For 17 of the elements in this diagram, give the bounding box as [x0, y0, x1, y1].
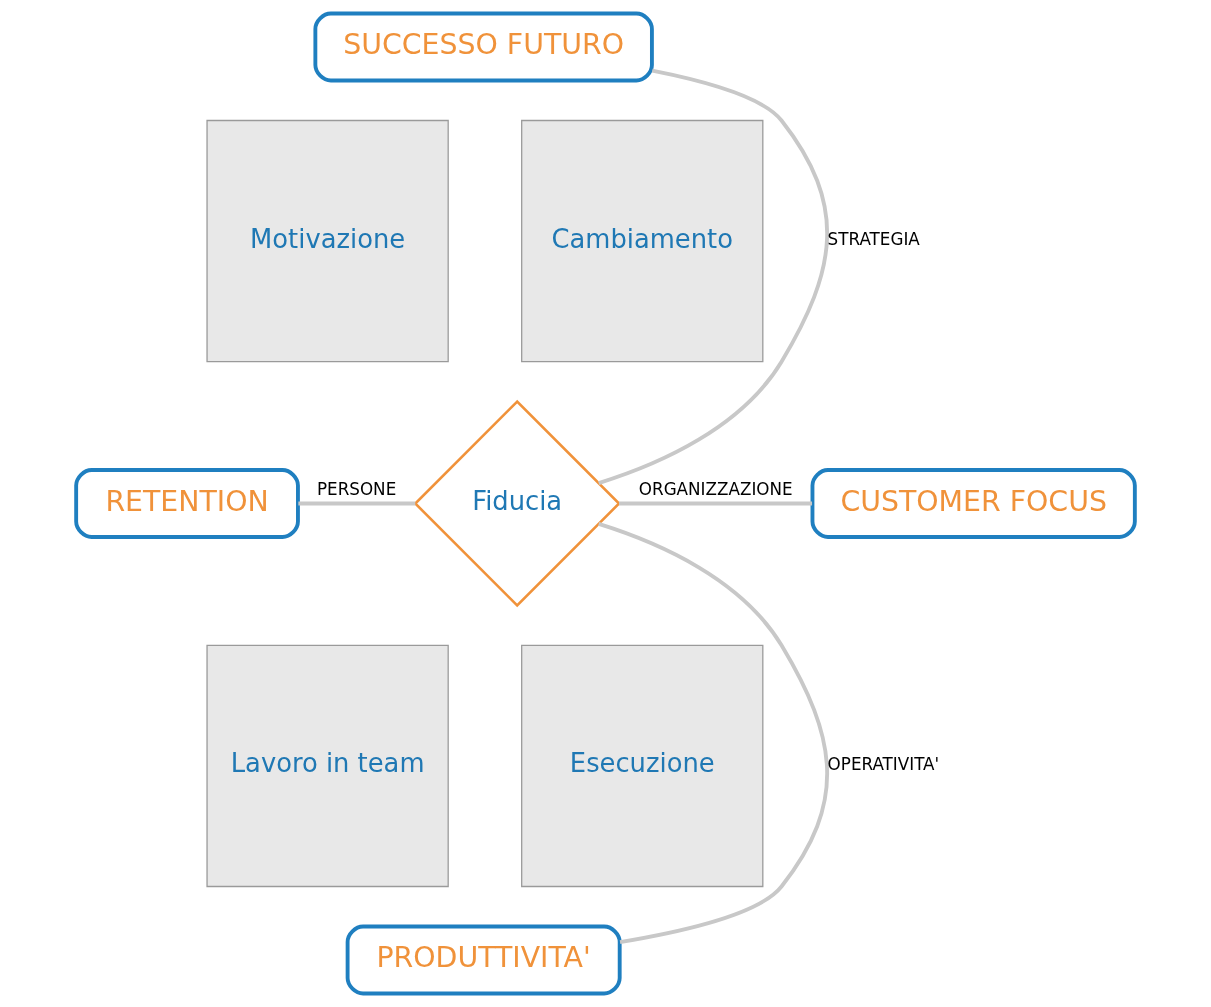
node-box: PRODUTTIVITA'	[345, 924, 622, 996]
connector	[598, 68, 829, 485]
node-box: Cambiamento	[521, 119, 764, 363]
node-diamond: Fiducia	[413, 399, 621, 608]
edge-label: PERSONE	[316, 478, 397, 499]
edge-label: OPERATIVITA'	[827, 754, 940, 775]
edge-label: STRATEGIA	[827, 229, 920, 250]
connector	[598, 522, 829, 945]
node-box: RETENTION	[74, 468, 300, 539]
node-box: Esecuzione	[521, 644, 764, 888]
connector	[298, 501, 416, 506]
node-box: SUCCESSO FUTURO	[313, 11, 654, 83]
node-box: Lavoro in team	[206, 644, 449, 888]
node-box: Motivazione	[206, 119, 449, 363]
connector	[619, 501, 813, 506]
node-box: CUSTOMER FOCUS	[810, 468, 1137, 539]
edge-label: ORGANIZZAZIONE	[638, 478, 793, 499]
